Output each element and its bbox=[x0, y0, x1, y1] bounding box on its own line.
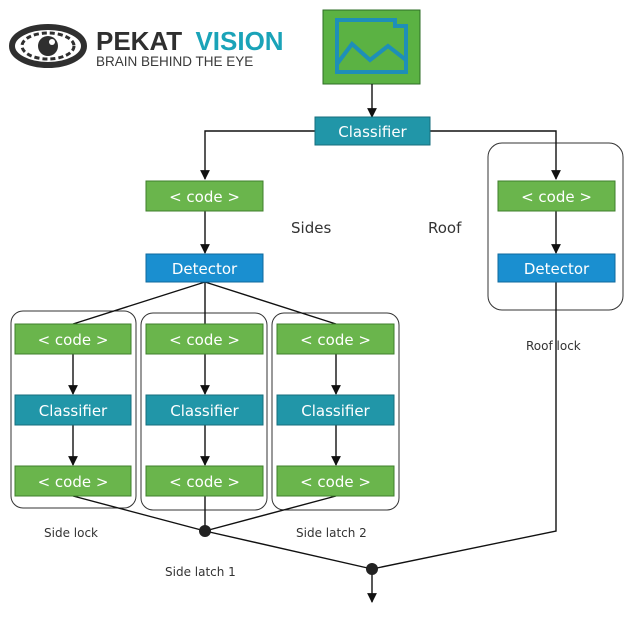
lane-1-code-bottom-label: < code > bbox=[38, 473, 109, 491]
roof-detector-label: Detector bbox=[524, 260, 590, 278]
lane-3-code-bottom-node: < code > bbox=[276, 465, 395, 497]
side-merge-dot bbox=[199, 525, 211, 537]
lane-3-classifier-label: Classifier bbox=[301, 402, 370, 420]
roof-caption: Roof bbox=[428, 219, 462, 237]
pekat-vision-logo: PEKAT VISION BRAIN BEHIND THE EYE bbox=[9, 24, 284, 69]
sides-detector-label: Detector bbox=[172, 260, 238, 278]
lane-3-code-top-node: < code > bbox=[276, 323, 395, 355]
lane-3-code-top-label: < code > bbox=[300, 331, 371, 349]
roof-lock-caption: Roof lock bbox=[526, 339, 581, 353]
roof-code-label: < code > bbox=[521, 188, 592, 206]
lane-1-classifier-node: Classifier bbox=[14, 394, 132, 426]
side-lock-caption: Side lock bbox=[44, 526, 98, 540]
lane-2-code-top-node: < code > bbox=[145, 323, 264, 355]
sides-detector-node: Detector bbox=[145, 253, 264, 283]
sides-code-node: < code > bbox=[145, 180, 264, 212]
side-latch-1-group-frame bbox=[140, 312, 268, 511]
sides-code-label: < code > bbox=[169, 188, 240, 206]
side-lock-group-frame bbox=[10, 310, 137, 509]
sides-caption: Sides bbox=[291, 219, 331, 237]
logo-tagline: BRAIN BEHIND THE EYE bbox=[96, 54, 253, 69]
logo-brand-vision: VISION bbox=[195, 26, 283, 56]
root-classifier-node: Classifier bbox=[314, 116, 431, 146]
lane-2-code-bottom-label: < code > bbox=[169, 473, 240, 491]
lane-3-classifier-node: Classifier bbox=[276, 394, 395, 426]
side-latch-2-caption: Side latch 2 bbox=[296, 526, 367, 540]
side-latch-1-caption: Side latch 1 bbox=[165, 565, 236, 579]
lane-1-code-bottom-node: < code > bbox=[14, 465, 132, 497]
final-merge-dot bbox=[366, 563, 378, 575]
lane-1-code-top-label: < code > bbox=[38, 331, 109, 349]
logo-brand-pekat: PEKAT bbox=[96, 26, 182, 56]
side-latch-2-group-frame bbox=[271, 312, 400, 511]
connectors bbox=[68, 84, 561, 603]
svg-text:PEKAT VISION: PEKAT VISION bbox=[96, 26, 284, 56]
root-classifier-label: Classifier bbox=[338, 123, 407, 141]
lane-2-code-top-label: < code > bbox=[169, 331, 240, 349]
image-input-icon bbox=[322, 9, 421, 85]
lane-1-classifier-label: Classifier bbox=[39, 402, 108, 420]
lane-2-classifier-label: Classifier bbox=[170, 402, 239, 420]
lane-3-code-bottom-label: < code > bbox=[300, 473, 371, 491]
roof-detector-node: Detector bbox=[497, 253, 616, 283]
eye-logo-icon bbox=[9, 24, 87, 68]
lane-1-code-top-node: < code > bbox=[14, 323, 132, 355]
roof-code-node: < code > bbox=[497, 180, 616, 212]
lane-2-classifier-node: Classifier bbox=[145, 394, 264, 426]
lane-2-code-bottom-node: < code > bbox=[145, 465, 264, 497]
